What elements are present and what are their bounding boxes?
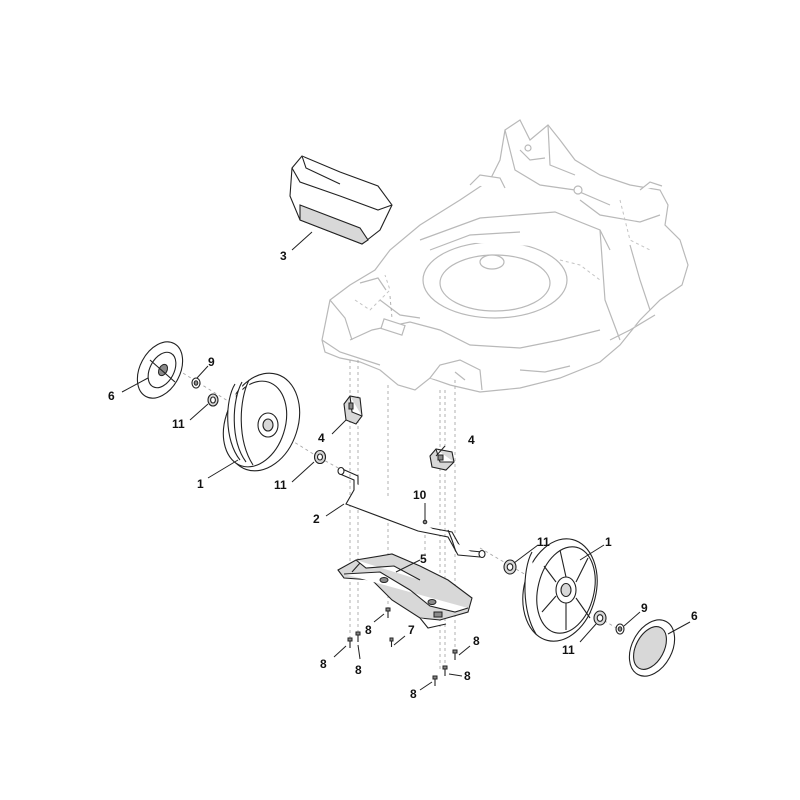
- callout-8-a: 8: [320, 657, 327, 671]
- callout-11-left-outer: 11: [172, 417, 185, 431]
- mower-deck: [321, 119, 689, 393]
- callout-7: 7: [408, 623, 415, 637]
- part-clip-right: [615, 623, 625, 635]
- callout-6-right: 6: [691, 609, 698, 623]
- callout-10: 10: [413, 488, 427, 502]
- part-front-cover: [289, 155, 393, 245]
- screw: [355, 631, 361, 642]
- callout-11-left-inner: 11: [274, 478, 287, 492]
- part-bearing-right-outer: [593, 610, 607, 626]
- part-small-pin: [422, 519, 428, 525]
- part-axle: [337, 466, 486, 559]
- callout-4-left: 4: [318, 431, 325, 445]
- callout-8-f: 8: [410, 687, 417, 701]
- callout-5: 5: [420, 552, 427, 566]
- callout-4-right: 4: [468, 433, 475, 447]
- callout-11-right-outer: 11: [562, 643, 575, 657]
- part-bearing-left-outer: [207, 393, 219, 407]
- part-bracket-right: [429, 448, 455, 471]
- part-clip-left: [191, 377, 201, 389]
- callout-8-e: 8: [464, 669, 471, 683]
- callout-1-left: 1: [197, 477, 204, 491]
- part-chassis-plate: [337, 553, 473, 629]
- part-hub-cap-right: [628, 619, 676, 677]
- part-wheel-right: [522, 538, 598, 642]
- part-bearing-left-inner: [313, 449, 327, 465]
- screw: [432, 675, 438, 686]
- callout-1-right: 1: [605, 535, 612, 549]
- part-wheel-left: [222, 372, 301, 472]
- screw: [347, 637, 353, 648]
- callout-9-right: 9: [641, 601, 648, 615]
- screw: [442, 665, 448, 676]
- callout-2: 2: [313, 512, 320, 526]
- leader-lines: [121, 231, 691, 691]
- part-hub-cap-left: [136, 341, 184, 399]
- callout-labels: 3 9 6 11 4 1 11 4 10 2 5 11 1 9 6 11 8 7…: [108, 249, 698, 701]
- callout-9-left: 9: [208, 355, 215, 369]
- screw: [452, 649, 458, 660]
- part-bracket-left: [343, 395, 363, 425]
- part-bearing-right-inner: [503, 559, 517, 575]
- callout-8-d: 8: [473, 634, 480, 648]
- callout-8-c: 8: [355, 663, 362, 677]
- callout-6-left: 6: [108, 389, 115, 403]
- screw: [389, 637, 394, 647]
- callout-11-right-inner: 11: [537, 535, 550, 549]
- callout-3: 3: [280, 249, 287, 263]
- screw: [385, 607, 391, 618]
- callout-8-b: 8: [365, 623, 372, 637]
- screws: [347, 607, 458, 686]
